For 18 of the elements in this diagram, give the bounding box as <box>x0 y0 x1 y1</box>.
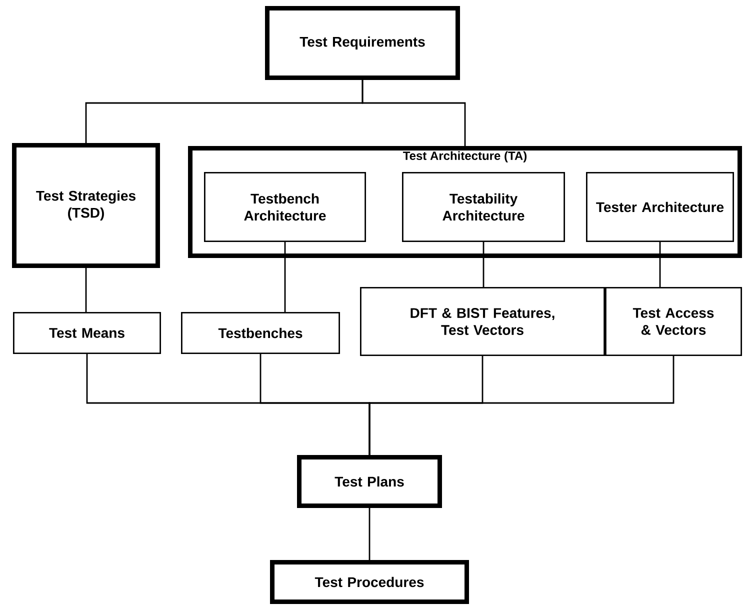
connector-line <box>482 242 484 287</box>
process-box: DFT & BIST Features, Test Vectors <box>360 287 605 356</box>
process-box: Testbenches <box>181 312 340 354</box>
process-box: Test Means <box>13 312 161 354</box>
process-box: Test Plans <box>297 455 442 508</box>
connector-line <box>659 242 661 287</box>
process-box: Tester Architecture <box>586 172 734 242</box>
process-box: Test Requirements <box>265 6 460 80</box>
process-box: Testability Architecture <box>402 172 565 242</box>
connector-line <box>284 242 286 312</box>
process-box: Test Procedures <box>270 560 469 604</box>
connector-line <box>362 80 466 146</box>
connector-line <box>368 356 674 455</box>
process-box: Test Access & Vectors <box>605 287 742 356</box>
process-box: Testbench Architecture <box>204 172 366 242</box>
process-box: Test Strategies (TSD) <box>12 143 160 268</box>
connector-line <box>85 268 87 312</box>
connector-line <box>368 508 370 560</box>
